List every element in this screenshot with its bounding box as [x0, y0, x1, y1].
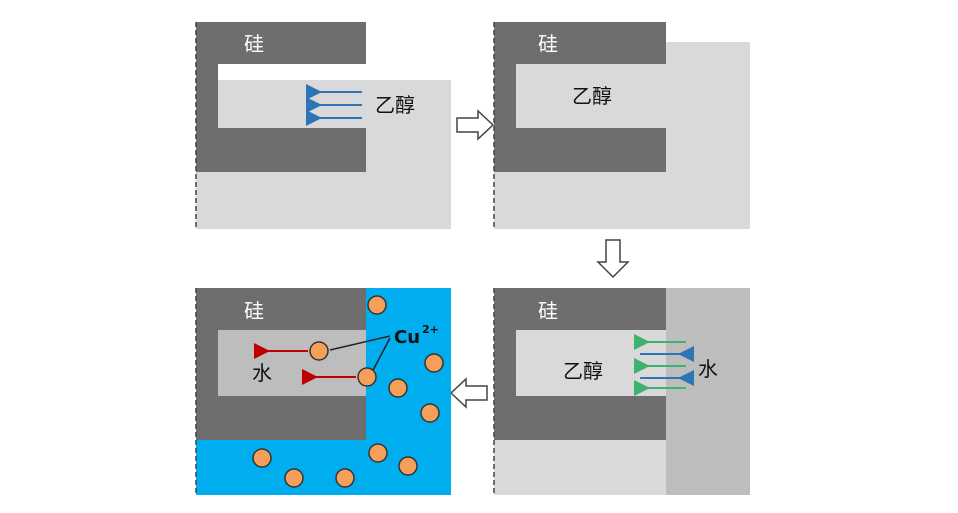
panel-2: 硅 乙醇	[493, 22, 750, 229]
water-label: 水	[698, 357, 718, 381]
step-arrow-left-icon	[449, 377, 488, 409]
panel-3: 硅 乙醇 水	[493, 288, 750, 495]
copper-ion	[367, 295, 387, 315]
silicon-label: 硅	[538, 32, 558, 56]
silicon-bottom	[494, 128, 666, 172]
water-in-pore	[218, 330, 366, 396]
silicon-bottom	[196, 396, 366, 440]
silicon-label: 硅	[244, 299, 264, 323]
panel-4: 硅 水 Cu 2+	[195, 288, 451, 495]
copper-ion	[424, 353, 444, 373]
copper-ion	[398, 456, 418, 476]
silicon-bottom	[494, 396, 666, 440]
silicon-top	[494, 288, 666, 330]
ethanol-label: 乙醇	[375, 93, 415, 117]
copper-ion	[252, 448, 272, 468]
ethanol-label: 乙醇	[572, 84, 612, 108]
silicon-label: 硅	[538, 299, 558, 323]
step-arrow-right-icon	[456, 109, 495, 141]
step-arrow-down-icon	[596, 239, 630, 279]
silicon-top	[196, 22, 366, 64]
copper-ion-charge: 2+	[422, 323, 439, 336]
ethanol-label: 乙醇	[563, 359, 603, 383]
silicon-top	[494, 22, 666, 64]
copper-ion	[309, 341, 329, 361]
copper-ion	[335, 468, 355, 488]
water-label: 水	[252, 361, 272, 385]
panel-1: 硅 乙醇	[195, 22, 451, 229]
copper-ion	[368, 443, 388, 463]
copper-ion	[388, 378, 408, 398]
copper-ion-label: Cu	[394, 327, 420, 348]
copper-ion	[420, 403, 440, 423]
copper-ion	[357, 367, 377, 387]
silicon-label: 硅	[244, 32, 264, 56]
silicon-top	[196, 288, 366, 330]
silicon-bottom	[196, 128, 366, 172]
copper-ion	[284, 468, 304, 488]
